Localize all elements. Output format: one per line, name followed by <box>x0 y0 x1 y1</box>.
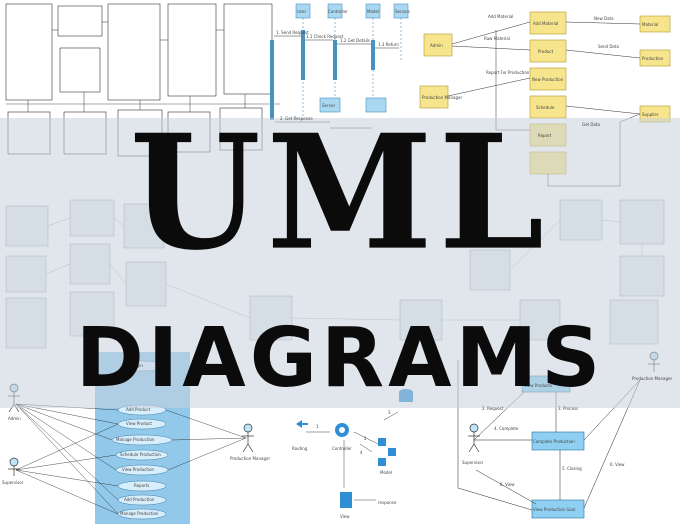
usecase-label: Schedule Production <box>120 452 161 457</box>
actor-label: Production Manager <box>230 456 270 461</box>
sequence-message: 2. Get Response <box>280 116 313 121</box>
flow-edge-label: 3 <box>388 410 391 415</box>
class-edge-label: New Data <box>594 16 614 21</box>
flow-node-label: Model <box>380 470 392 475</box>
activity-arrow-label: 4. Complete <box>494 426 519 431</box>
class-box-label: Admin <box>430 43 443 48</box>
class-box-label: Add Material <box>533 21 558 26</box>
actor-label: Admin <box>8 416 21 421</box>
lifeline-label: Model <box>367 9 379 14</box>
class-edge-label: Add Material <box>488 14 513 19</box>
class-box-label: Schedule <box>536 105 555 110</box>
activity-arrow-label: 3. Process <box>558 406 578 411</box>
usecase-label: Manage Production <box>116 437 155 442</box>
usecase-label: View Product <box>126 421 152 426</box>
lifeline-label: User <box>297 9 306 14</box>
usecase-label: Login <box>132 363 143 368</box>
class-box-label: Production <box>642 56 664 61</box>
activity-box-bottom-label: View Production Goal <box>533 507 575 512</box>
flow-edge-label: 4 <box>360 450 363 455</box>
mvc-flow-diagram <box>296 411 399 508</box>
actor-label: Supervisor <box>462 460 484 465</box>
class-box-label: Material <box>642 22 658 27</box>
activity-box-top-label: View Products <box>524 383 552 388</box>
actor-label: Supervisor <box>2 480 24 485</box>
activity-arrow-label: 8. View <box>500 482 515 487</box>
activity-arrow-label: 5. Closing <box>562 466 582 471</box>
flow-edge-label: 2 <box>364 436 367 441</box>
sequence-message: 1. Send Request <box>276 30 309 35</box>
usecase-label: Reports <box>134 483 149 488</box>
class-box-label: Report <box>538 133 552 138</box>
title-diagrams: DIAGRAMS <box>75 311 605 406</box>
activity-arrow-label: 2. Request <box>482 406 504 411</box>
usecase-label: Add Product <box>126 407 151 412</box>
flow-edge-label: 1 <box>316 424 319 429</box>
class-box-label: Supplier <box>642 112 659 117</box>
class-edge-label: Raw Material <box>484 36 510 41</box>
sequence-message: 1.2 Get Details <box>340 38 370 43</box>
flow-edge-label: response <box>378 500 397 505</box>
sequence-message: 1.1 Check Request <box>306 34 344 39</box>
lifeline-label: Service <box>395 9 410 14</box>
usecase-label: Add Production <box>124 497 155 502</box>
lifeline-label: Controller <box>328 9 348 14</box>
activity-arrow-label: 6. View <box>610 462 625 467</box>
flow-node-label: View <box>340 514 350 519</box>
actor-label: Production Manager <box>632 376 672 381</box>
class-edge-label: Send Data <box>598 44 619 49</box>
class-box-label: New Production <box>532 77 564 82</box>
flow-node-label: Controller <box>332 446 352 451</box>
usecase-label: Manage Production <box>120 511 159 516</box>
flow-node-label: Routing <box>292 446 308 451</box>
lifeline-label: Server <box>322 103 335 108</box>
class-edge-label: Get Data <box>582 122 601 127</box>
class-edge-label: Report For Production <box>486 70 530 75</box>
class-box-label: Production Manager <box>422 95 462 100</box>
title-uml: UML <box>129 100 551 286</box>
usecase-label: View Production <box>122 467 155 472</box>
class-box-label: Product <box>538 49 554 54</box>
activity-box-complete-label: Complete Production <box>533 439 575 444</box>
sequence-message: 1.3 Return <box>378 42 399 47</box>
background-band <box>0 118 680 408</box>
